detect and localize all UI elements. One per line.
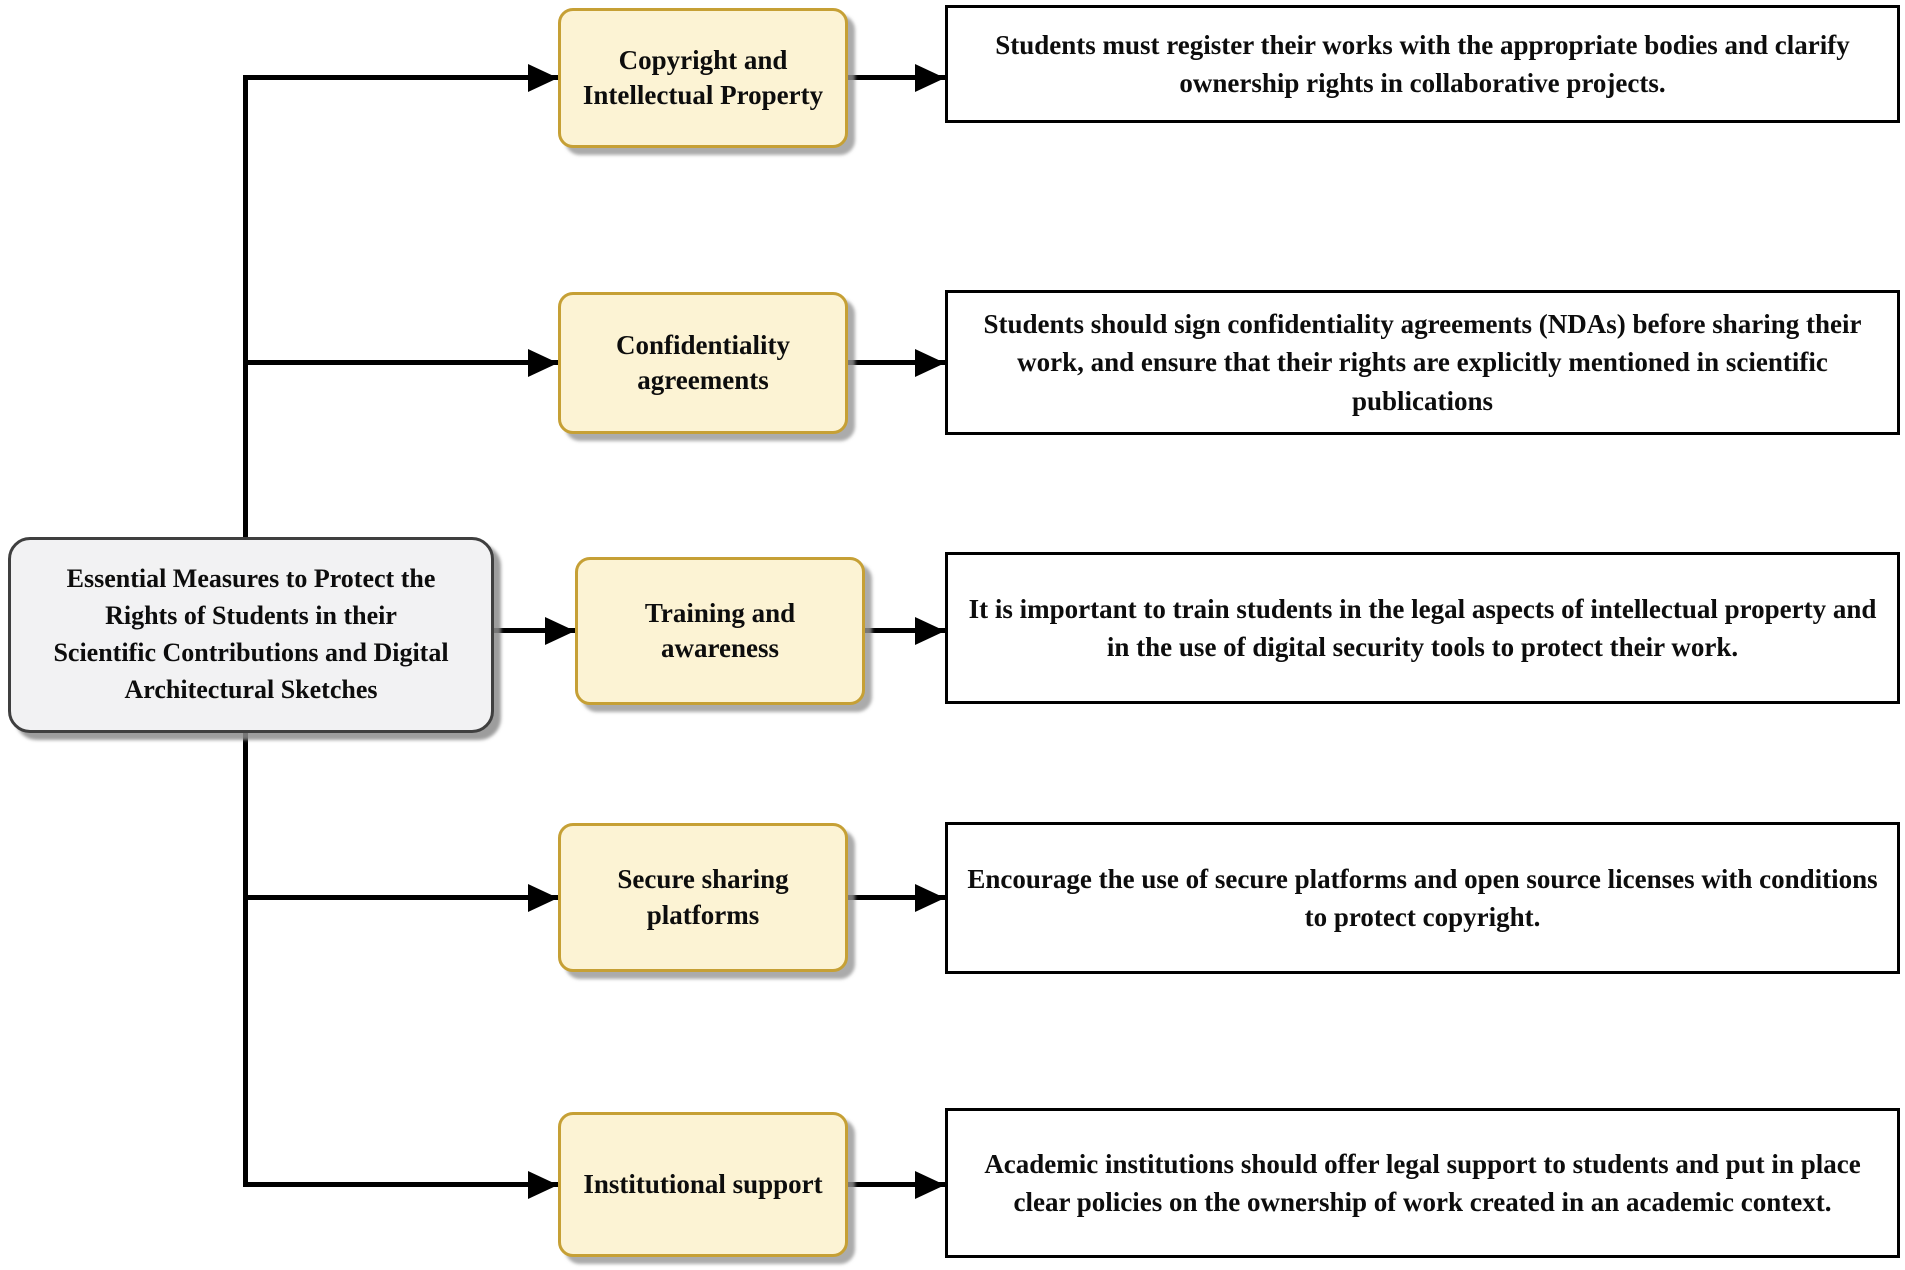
node-training-awareness: Training and awareness xyxy=(575,557,865,705)
branch-arrow-institutional xyxy=(243,1182,558,1187)
link-arrow-confidentiality xyxy=(846,360,945,365)
link-arrow-institutional xyxy=(846,1182,945,1187)
description-institutional-support-text: Academic institutions should offer legal… xyxy=(984,1148,1861,1217)
description-secure-sharing: Encourage the use of secure platforms an… xyxy=(945,822,1900,974)
link-arrow-training xyxy=(863,628,945,633)
branch-arrow-secure-sharing xyxy=(243,895,558,900)
link-arrow-secure-sharing xyxy=(846,895,945,900)
description-training-awareness: It is important to train students in the… xyxy=(945,552,1900,704)
branch-arrow-training xyxy=(490,628,575,633)
node-institutional-support-label: Institutional support xyxy=(583,1168,823,1199)
root-node-line-2: Rights of Students in their xyxy=(105,601,397,631)
root-node: Essential Measures to Protect the Rights… xyxy=(8,537,494,733)
node-institutional-support: Institutional support xyxy=(558,1112,848,1257)
branch-arrow-confidentiality xyxy=(243,360,558,365)
description-confidentiality-text: Students should sign confidentiality agr… xyxy=(983,309,1862,416)
description-copyright-ip: Students must register their works with … xyxy=(945,5,1900,123)
link-arrow-copyright xyxy=(846,75,945,80)
description-training-awareness-text: It is important to train students in the… xyxy=(968,593,1877,662)
description-confidentiality: Students should sign confidentiality agr… xyxy=(945,290,1900,435)
root-node-line-1: Essential Measures to Protect the xyxy=(66,564,436,594)
root-node-line-4: Architectural Sketches xyxy=(124,674,378,704)
description-secure-sharing-text: Encourage the use of secure platforms an… xyxy=(967,863,1878,932)
node-copyright-ip: Copyright and Intellectual Property xyxy=(558,8,848,148)
description-copyright-ip-text: Students must register their works with … xyxy=(995,29,1850,98)
root-node-line-3: Scientific Contributions and Digital xyxy=(53,638,449,667)
node-copyright-ip-label: Copyright and Intellectual Property xyxy=(582,44,824,110)
node-secure-sharing: Secure sharing platforms xyxy=(558,823,848,972)
node-secure-sharing-label: Secure sharing platforms xyxy=(617,864,789,930)
description-institutional-support: Academic institutions should offer legal… xyxy=(945,1108,1900,1258)
node-training-awareness-label: Training and awareness xyxy=(644,597,796,663)
branch-arrow-copyright xyxy=(243,75,558,80)
node-confidentiality: Confidentiality agreements xyxy=(558,292,848,434)
node-confidentiality-label: Confidentiality agreements xyxy=(615,329,790,395)
